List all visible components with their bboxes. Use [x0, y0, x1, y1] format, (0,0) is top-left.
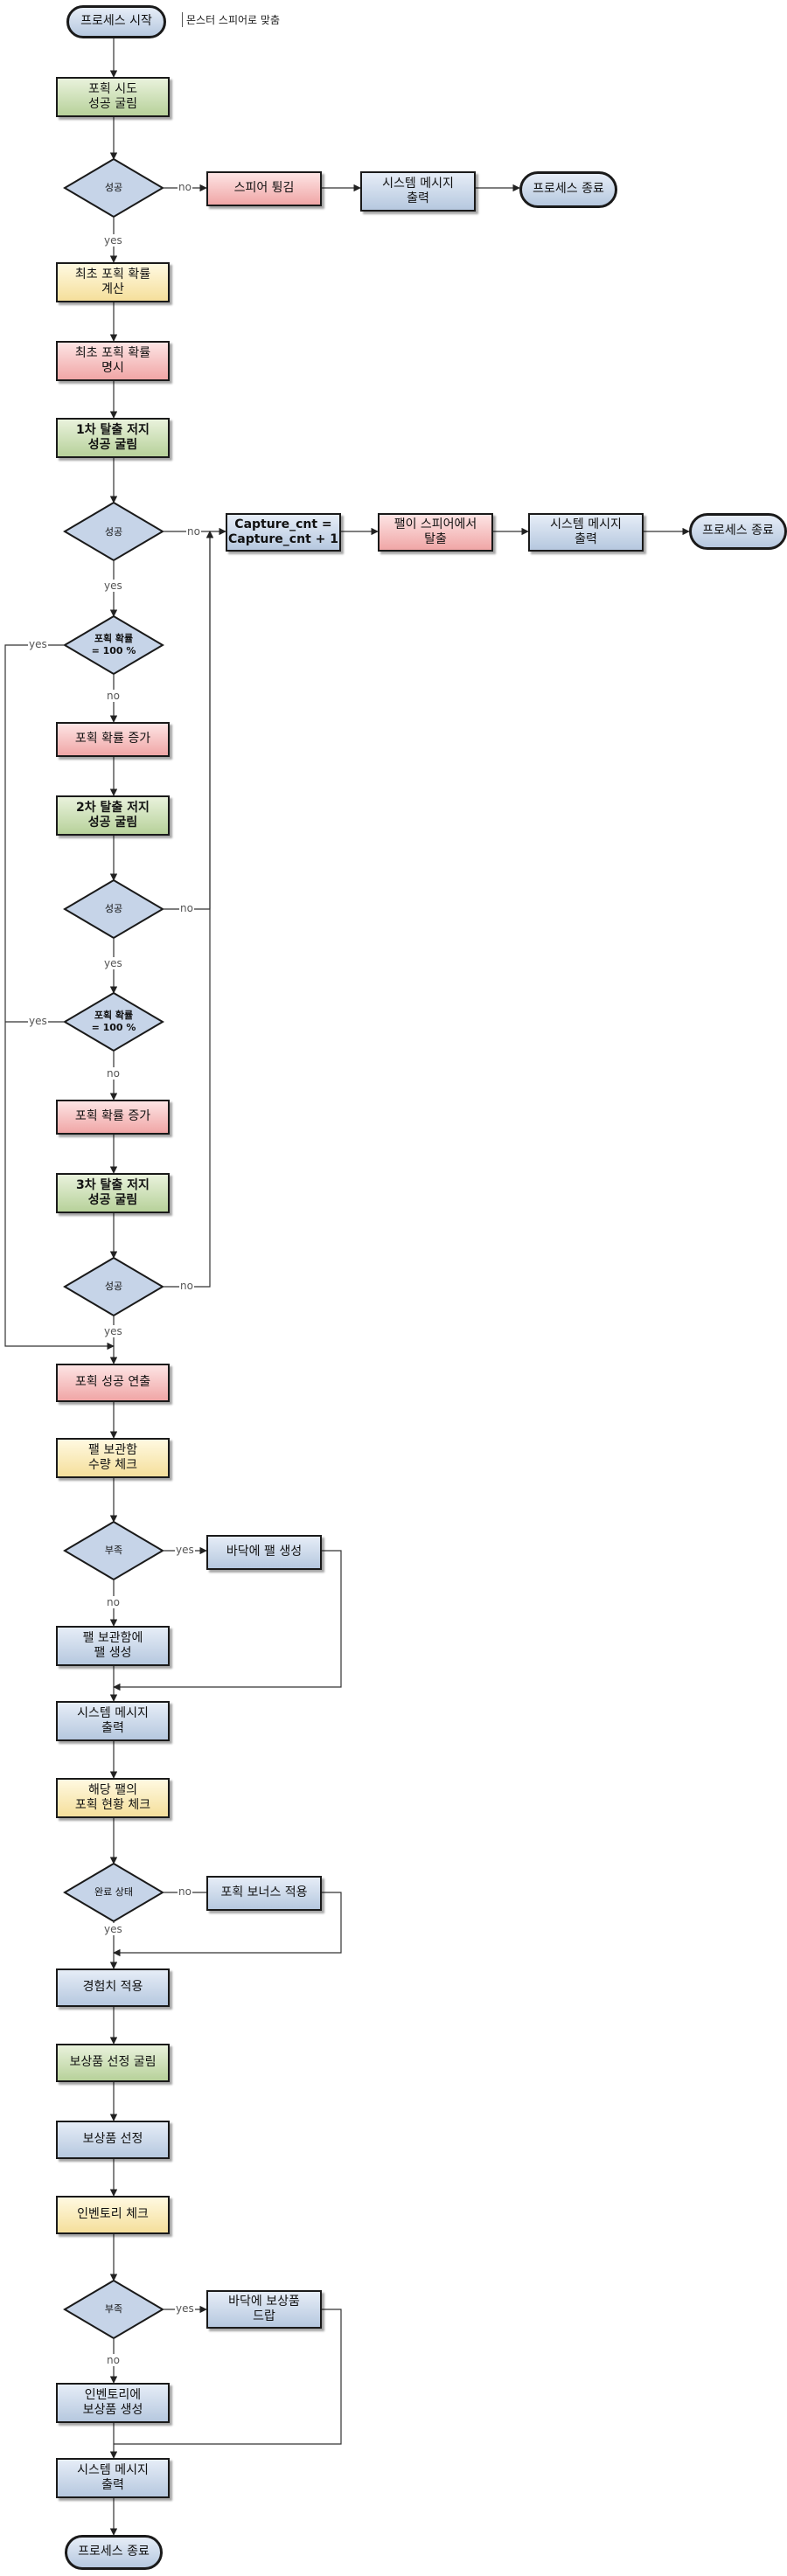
decision-complete-state: 완료 상태: [94, 1886, 133, 1899]
decision-rate-100-1: 포획 확률 = 100 %: [91, 633, 136, 656]
connector-line: [113, 1892, 342, 1957]
label-no: no: [106, 2354, 121, 2366]
label-yes: yes: [175, 2302, 195, 2315]
decision-success-3: 성공: [104, 903, 123, 915]
initial-catch-rate-calc: 최초 포획 확률 계산: [56, 262, 170, 302]
catch-attempt-roll: 포획 시도 성공 굴림: [56, 77, 170, 117]
label-yes: yes: [103, 957, 123, 969]
decision-success-1: 성공: [104, 182, 123, 194]
label-yes: yes: [175, 1544, 195, 1556]
label-yes: yes: [103, 580, 123, 592]
catch-rate-increase-2: 포획 확률 증가: [56, 1100, 170, 1135]
decision-success-2: 성공: [104, 526, 123, 538]
catch-bonus-apply: 포획 보너스 적용: [206, 1876, 322, 1911]
label-yes: yes: [103, 1923, 123, 1935]
process-end-2: 프로세스 종료: [689, 513, 787, 550]
process-end-1: 프로세스 종료: [519, 171, 617, 208]
pal-box-capacity-check: 팰 보관함 수량 체크: [56, 1438, 170, 1478]
connector-line: [113, 1550, 342, 1691]
escape-block-roll-1: 1차 탈출 저지 성공 굴림: [56, 418, 170, 458]
label-yes: yes: [103, 1325, 123, 1337]
system-message-4: 시스템 메시지 출력: [56, 2458, 170, 2498]
initial-catch-rate-show: 최초 포획 확률 명시: [56, 341, 170, 381]
reward-select: 보상품 선정: [56, 2121, 170, 2159]
process-end-3: 프로세스 종료: [65, 2535, 163, 2570]
system-message-1: 시스템 메시지 출력: [360, 171, 476, 212]
drop-reward-on-floor: 바닥에 보상품 드랍: [206, 2290, 322, 2329]
label-yes: yes: [103, 234, 123, 246]
connector-line: [163, 531, 214, 1288]
connector-line: [114, 2309, 342, 2445]
label-no: no: [186, 525, 201, 538]
catch-success-effect: 포획 성공 연출: [56, 1364, 170, 1402]
process-start-terminal: 프로세스 시작: [66, 5, 166, 38]
decision-success-4: 성공: [104, 1281, 123, 1293]
spawn-pal-in-box: 팰 보관함에 팰 생성: [56, 1626, 170, 1666]
label-no: no: [178, 181, 192, 193]
escape-block-roll-3: 3차 탈출 저지 성공 굴림: [56, 1173, 170, 1213]
inventory-check: 인벤토리 체크: [56, 2196, 170, 2234]
label-no: no: [179, 902, 194, 914]
decision-shortage-2: 부족: [104, 2303, 123, 2316]
decision-shortage-1: 부족: [104, 1545, 123, 1557]
capture-counter-increment: Capture_cnt = Capture_cnt + 1: [226, 513, 341, 552]
reward-select-roll: 보상품 선정 굴림: [56, 2044, 170, 2082]
escape-block-roll-2: 2차 탈출 저지 성공 굴림: [56, 795, 170, 836]
start-note: 몬스터 스피어로 맞춤: [182, 12, 280, 27]
system-message-2: 시스템 메시지 출력: [528, 513, 644, 552]
catch-rate-increase-1: 포획 확률 증가: [56, 722, 170, 757]
label-no: no: [178, 1885, 192, 1898]
connector-line: [163, 531, 214, 910]
decision-rate-100-2: 포획 확률 = 100 %: [91, 1010, 136, 1033]
label-no: no: [106, 690, 121, 702]
label-yes: yes: [28, 638, 48, 650]
spawn-pal-on-floor: 바닥에 팰 생성: [206, 1535, 322, 1570]
system-message-3: 시스템 메시지 출력: [56, 1701, 170, 1741]
add-reward-to-inventory: 인벤토리에 보상품 생성: [56, 2383, 170, 2423]
label-yes: yes: [28, 1015, 48, 1027]
label-no: no: [106, 1067, 121, 1080]
exp-apply: 경험치 적용: [56, 1968, 170, 2007]
pal-escape-from-spear: 팰이 스피어에서 탈출: [378, 513, 493, 552]
label-no: no: [106, 1596, 121, 1608]
spear-bounce: 스피어 튕김: [206, 171, 322, 206]
label-no: no: [179, 1280, 194, 1292]
pal-catch-status-check: 해당 팰의 포획 현황 체크: [56, 1778, 170, 1818]
